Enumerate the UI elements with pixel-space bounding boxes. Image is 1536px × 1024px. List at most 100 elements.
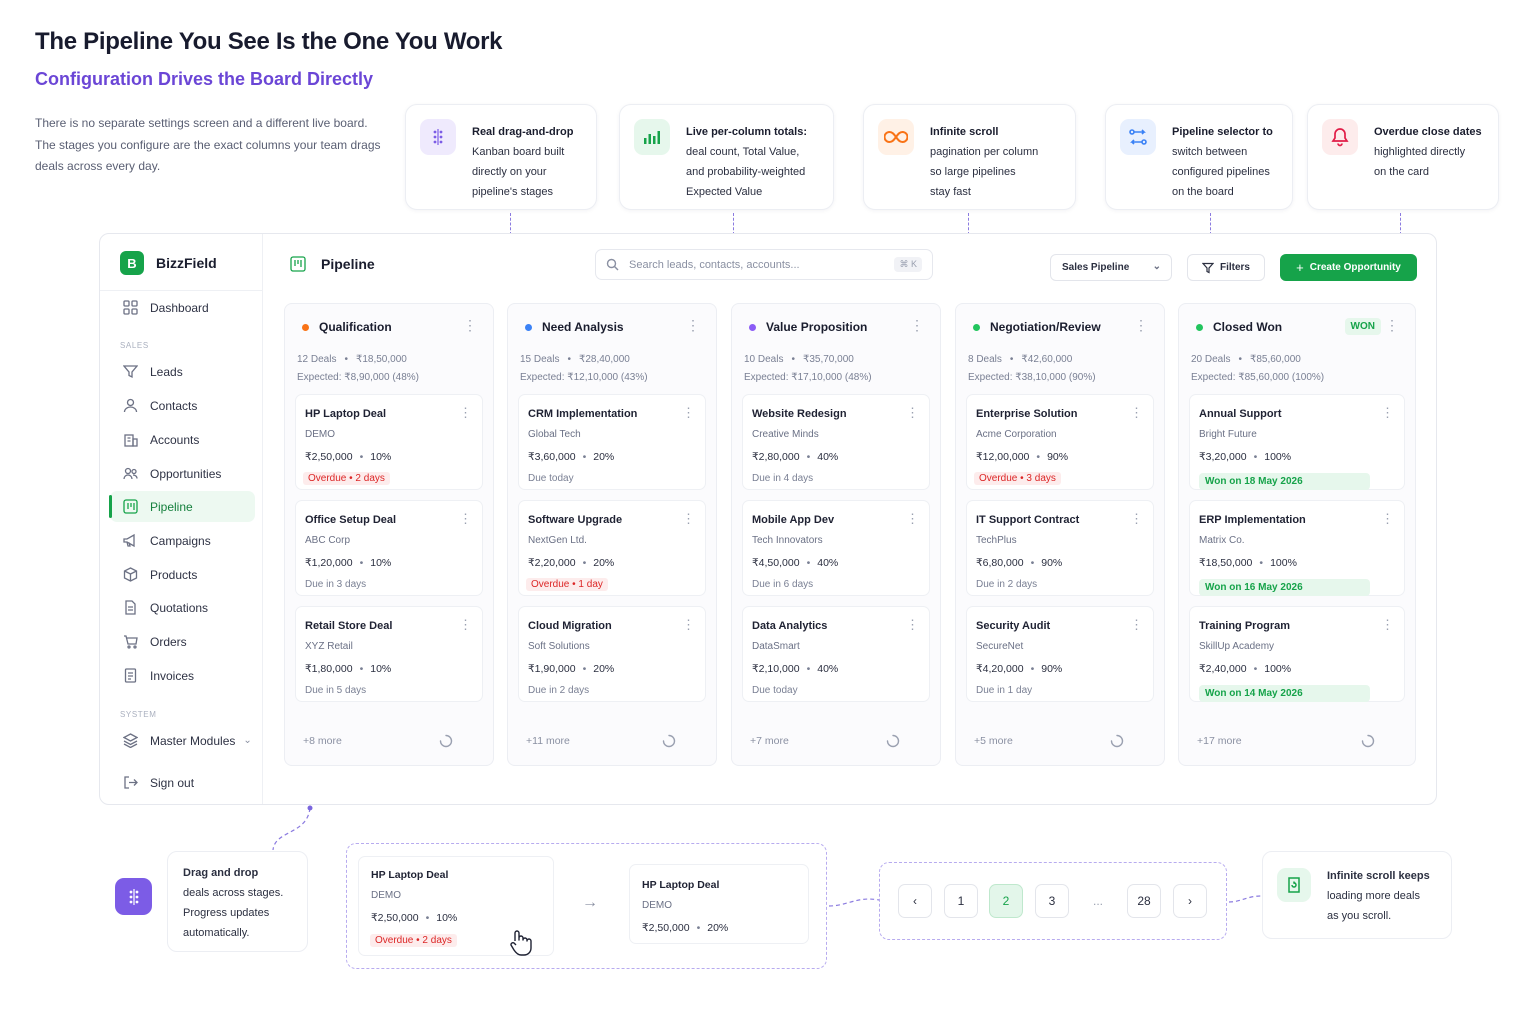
- column-menu-icon[interactable]: ⋮: [686, 317, 700, 333]
- deal-card[interactable]: Enterprise Solution⋮Acme Corporation₹12,…: [966, 394, 1154, 490]
- page-button-current[interactable]: 2: [989, 884, 1023, 918]
- deal-card[interactable]: Retail Store Deal⋮XYZ Retail₹1,80,000•10…: [295, 606, 483, 702]
- sidebar-item-accounts[interactable]: Accounts: [110, 424, 255, 455]
- section-label-sales: SALES: [120, 341, 149, 350]
- card-menu-icon[interactable]: ⋮: [459, 511, 472, 526]
- deal-card[interactable]: Website Redesign⋮Creative Minds₹2,80,000…: [742, 394, 930, 490]
- deal-card[interactable]: Annual Support⋮Bright Future₹3,20,000•10…: [1189, 394, 1405, 490]
- deal-card[interactable]: Software Upgrade⋮NextGen Ltd.₹2,20,000•2…: [518, 500, 706, 596]
- sidebar-item-quotations[interactable]: Quotations: [110, 592, 255, 623]
- sidebar-item-dashboard[interactable]: Dashboard: [110, 292, 255, 323]
- load-more-link[interactable]: +11 more: [526, 735, 570, 747]
- deal-card[interactable]: Training Program⋮SkillUp Academy₹2,40,00…: [1189, 606, 1405, 702]
- deal-count: 10 Deals: [744, 354, 784, 365]
- deal-card[interactable]: IT Support Contract⋮TechPlus₹6,80,000•90…: [966, 500, 1154, 596]
- card-menu-icon[interactable]: ⋮: [682, 617, 695, 632]
- card-menu-icon[interactable]: ⋮: [1381, 405, 1394, 420]
- filters-label: Filters: [1219, 262, 1250, 273]
- dashboard-icon: [122, 300, 138, 316]
- refresh-document-icon: [1277, 868, 1311, 902]
- card-menu-icon[interactable]: ⋮: [1381, 511, 1394, 526]
- deal-probability: 20%: [593, 451, 615, 463]
- column-menu-icon[interactable]: ⋮: [1385, 317, 1399, 333]
- deal-card[interactable]: Office Setup Deal⋮ABC Corp₹1,20,000•10%D…: [295, 500, 483, 596]
- create-opportunity-button[interactable]: + Create Opportunity: [1280, 254, 1417, 281]
- sidebar-item-master-modules[interactable]: Master Modules ⌄: [110, 725, 255, 756]
- deal-card[interactable]: CRM Implementation⋮Global Tech₹3,60,000•…: [518, 394, 706, 490]
- column-title: Closed Won: [1213, 320, 1283, 334]
- column-menu-icon[interactable]: ⋮: [1134, 317, 1148, 333]
- sidebar-item-contacts[interactable]: Contacts: [110, 390, 255, 421]
- explainer-line: automatically.: [183, 927, 250, 939]
- sidebar-item-campaigns[interactable]: Campaigns: [110, 525, 255, 556]
- sidebar-item-label: Campaigns: [150, 533, 211, 548]
- deal-status: Won on 14 May 2026: [1199, 685, 1370, 702]
- card-menu-icon[interactable]: ⋮: [906, 511, 919, 526]
- deal-company: Bright Future: [1199, 429, 1257, 440]
- search-input[interactable]: Search leads, contacts, accounts... ⌘ K: [595, 249, 933, 280]
- card-menu-icon[interactable]: ⋮: [682, 405, 695, 420]
- card-menu-icon[interactable]: ⋮: [906, 617, 919, 632]
- filter-icon: [1201, 262, 1214, 274]
- sidebar-item-label: Opportunities: [150, 466, 222, 481]
- deal-name: Annual Support: [1199, 408, 1282, 420]
- loading-spinner-icon: [886, 734, 900, 748]
- page-button[interactable]: 28: [1127, 884, 1161, 918]
- deal-company: SecureNet: [976, 641, 1024, 652]
- load-more-link[interactable]: +17 more: [1197, 735, 1242, 747]
- deal-card[interactable]: ERP Implementation⋮Matrix Co.₹18,50,000•…: [1189, 500, 1405, 596]
- sidebar-item-invoices[interactable]: Invoices: [110, 660, 255, 691]
- load-more-link[interactable]: +5 more: [974, 735, 1013, 747]
- deal-card[interactable]: Mobile App Dev⋮Tech Innovators₹4,50,000•…: [742, 500, 930, 596]
- column-menu-icon[interactable]: ⋮: [910, 317, 924, 333]
- prev-page-button[interactable]: ‹: [898, 884, 932, 918]
- sidebar-item-orders[interactable]: Orders: [110, 626, 255, 657]
- deal-company: Creative Minds: [752, 429, 819, 440]
- card-menu-icon[interactable]: ⋮: [1130, 617, 1143, 632]
- card-menu-icon[interactable]: ⋮: [459, 405, 472, 420]
- load-more-link[interactable]: +8 more: [303, 735, 342, 747]
- deal-probability: 20%: [593, 557, 615, 569]
- next-page-button[interactable]: ›: [1173, 884, 1207, 918]
- card-menu-icon[interactable]: ⋮: [1381, 617, 1394, 632]
- filters-button[interactable]: Filters: [1187, 254, 1265, 281]
- pipeline-select[interactable]: Sales Pipeline ⌄: [1050, 254, 1172, 281]
- deal-card[interactable]: Cloud Migration⋮Soft Solutions₹1,90,000•…: [518, 606, 706, 702]
- stage-dot: [973, 323, 980, 331]
- sidebar-item-sign-out[interactable]: Sign out: [110, 767, 255, 798]
- card-menu-icon[interactable]: ⋮: [1130, 405, 1143, 420]
- deal-company: Acme Corporation: [976, 429, 1057, 440]
- sidebar-item-label: Contacts: [150, 398, 198, 413]
- callout-line: configured pipelines: [1172, 166, 1270, 178]
- brand[interactable]: B BizzField: [120, 251, 217, 275]
- sidebar-item-leads[interactable]: Leads: [110, 356, 255, 387]
- deal-name: IT Support Contract: [976, 514, 1080, 526]
- column-menu-icon[interactable]: ⋮: [463, 317, 477, 333]
- page-button[interactable]: 1: [944, 884, 978, 918]
- deal-card[interactable]: Data Analytics⋮DataSmart₹2,10,000•40%Due…: [742, 606, 930, 702]
- sidebar-item-pipeline[interactable]: Pipeline: [109, 491, 255, 522]
- card-menu-icon[interactable]: ⋮: [682, 511, 695, 526]
- sidebar-item-opportunities[interactable]: Opportunities: [110, 458, 255, 489]
- card-menu-icon[interactable]: ⋮: [459, 617, 472, 632]
- target-card[interactable]: HP Laptop Deal DEMO ₹2,50,000•20%: [629, 864, 809, 944]
- switch-icon: [1120, 119, 1156, 155]
- create-label: Create Opportunity: [1309, 262, 1401, 273]
- cart-icon: [122, 634, 138, 650]
- load-more-link[interactable]: +7 more: [750, 735, 789, 747]
- megaphone-icon: [122, 533, 138, 549]
- deal-card[interactable]: HP Laptop Deal⋮DEMO₹2,50,000•10%Overdue …: [295, 394, 483, 490]
- card-menu-icon[interactable]: ⋮: [1130, 511, 1143, 526]
- card-menu-icon[interactable]: ⋮: [906, 405, 919, 420]
- sidebar-item-products[interactable]: Products: [110, 559, 255, 590]
- deal-name: ERP Implementation: [1199, 514, 1306, 526]
- deal-value: ₹3,20,000: [1199, 451, 1247, 463]
- expected-value: Expected: ₹85,60,000 (100%): [1191, 372, 1325, 383]
- deal-card[interactable]: Security Audit⋮SecureNet₹4,20,000•90%Due…: [966, 606, 1154, 702]
- page-button[interactable]: 3: [1035, 884, 1069, 918]
